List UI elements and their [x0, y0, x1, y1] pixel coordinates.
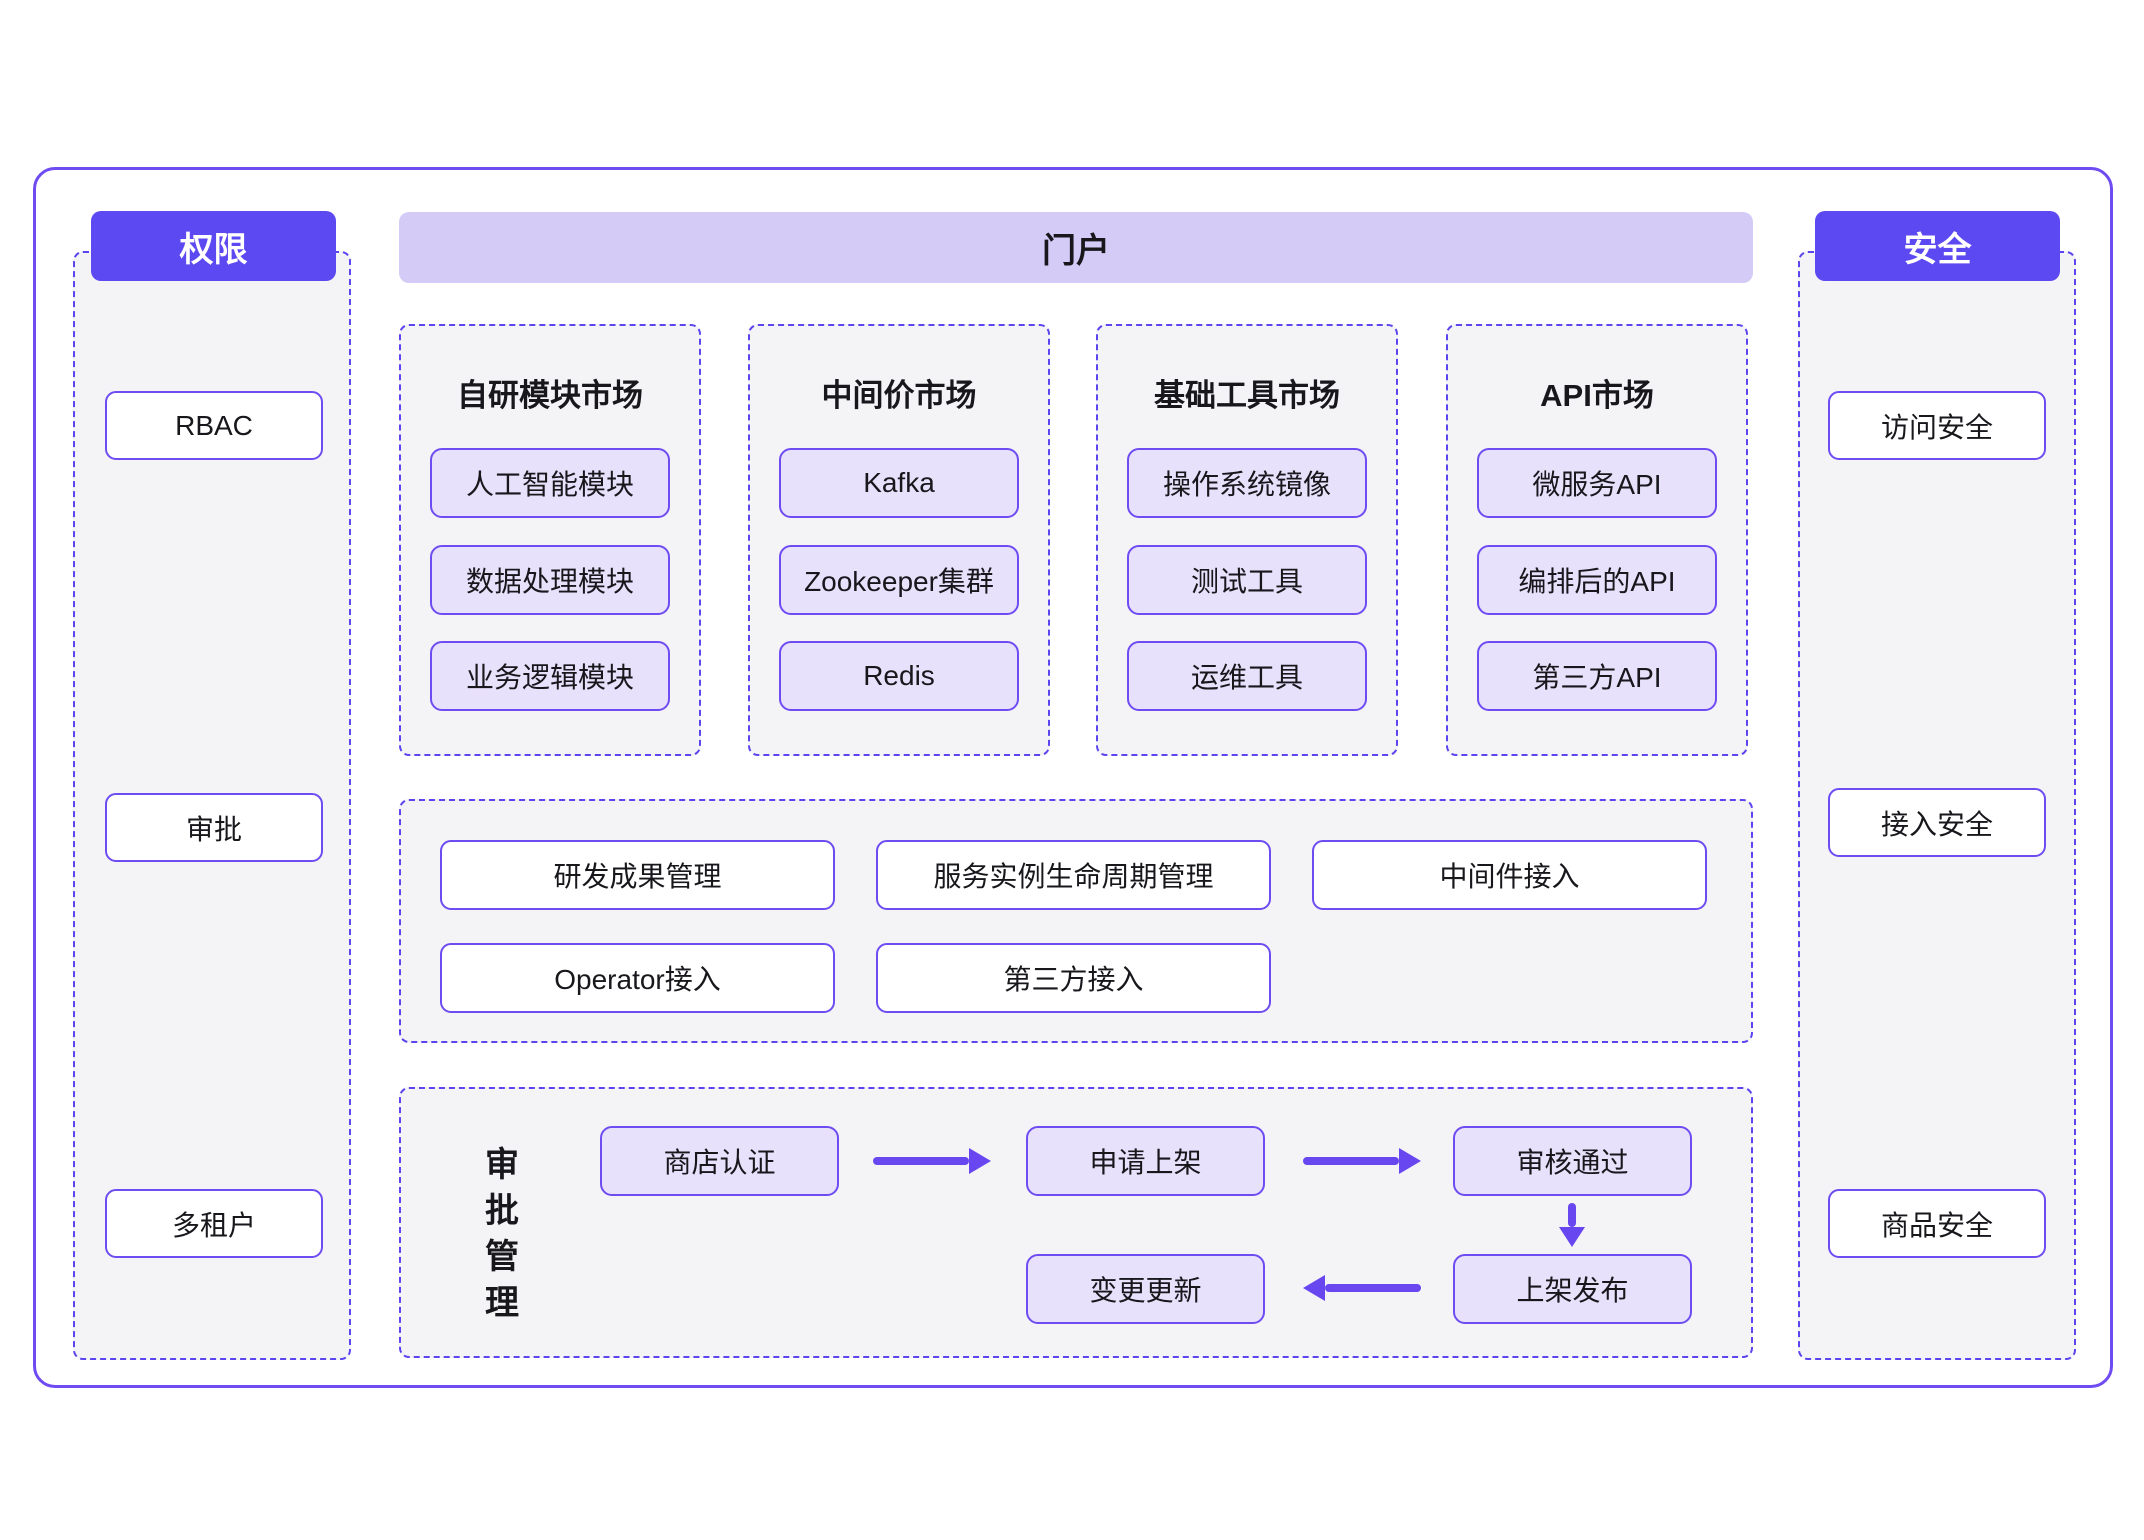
node-thirdparty-api: 第三方API [1477, 641, 1717, 711]
node-thirdparty-integration: 第三方接入 [876, 943, 1271, 1013]
node-redis: Redis [779, 641, 1019, 711]
arrow-down-icon [1559, 1203, 1585, 1247]
arrow-right-icon [873, 1148, 991, 1174]
market-title-base-tools: 基础工具市场 [1154, 378, 1340, 413]
node-os-image: 操作系统镜像 [1127, 448, 1367, 518]
diagram-outer-frame: 权限 RBAC 审批 多租户 安全 访问安全 接入安全 商品安全 门户 自研模块… [33, 167, 2113, 1388]
node-service-lifecycle-mgmt: 服务实例生命周期管理 [876, 840, 1271, 910]
node-access-security: 访问安全 [1828, 391, 2046, 460]
node-data-processing-module: 数据处理模块 [430, 545, 670, 615]
arrow-right-icon [1303, 1148, 1421, 1174]
node-business-logic-module: 业务逻辑模块 [430, 641, 670, 711]
security-panel-title: 安全 [1815, 211, 2060, 281]
node-rbac: RBAC [105, 391, 323, 460]
node-multitenant: 多租户 [105, 1189, 323, 1258]
node-zookeeper: Zookeeper集群 [779, 545, 1019, 615]
node-store-certification: 商店认证 [600, 1126, 839, 1196]
approval-flow-label: 审批管理 [485, 1146, 519, 1322]
node-rd-output-mgmt: 研发成果管理 [440, 840, 835, 910]
node-integration-security: 接入安全 [1828, 788, 2046, 857]
node-middleware-integration: 中间件接入 [1312, 840, 1707, 910]
node-kafka: Kafka [779, 448, 1019, 518]
node-listing-release: 上架发布 [1453, 1254, 1692, 1324]
permissions-panel-title: 权限 [91, 211, 336, 281]
portal-header: 门户 [399, 212, 1753, 283]
node-microservice-api: 微服务API [1477, 448, 1717, 518]
node-approval: 审批 [105, 793, 323, 862]
market-title-api: API市场 [1540, 378, 1654, 413]
arrow-left-icon [1303, 1275, 1421, 1301]
node-ai-module: 人工智能模块 [430, 448, 670, 518]
node-test-tools: 测试工具 [1127, 545, 1367, 615]
market-title-self-dev: 自研模块市场 [457, 378, 643, 413]
node-ops-tools: 运维工具 [1127, 641, 1367, 711]
market-title-middleware: 中间价市场 [821, 378, 977, 413]
node-operator-integration: Operator接入 [440, 943, 835, 1013]
node-orchestrated-api: 编排后的API [1477, 545, 1717, 615]
node-product-security: 商品安全 [1828, 1189, 2046, 1258]
node-change-update: 变更更新 [1026, 1254, 1265, 1324]
node-apply-listing: 申请上架 [1026, 1126, 1265, 1196]
node-review-passed: 审核通过 [1453, 1126, 1692, 1196]
